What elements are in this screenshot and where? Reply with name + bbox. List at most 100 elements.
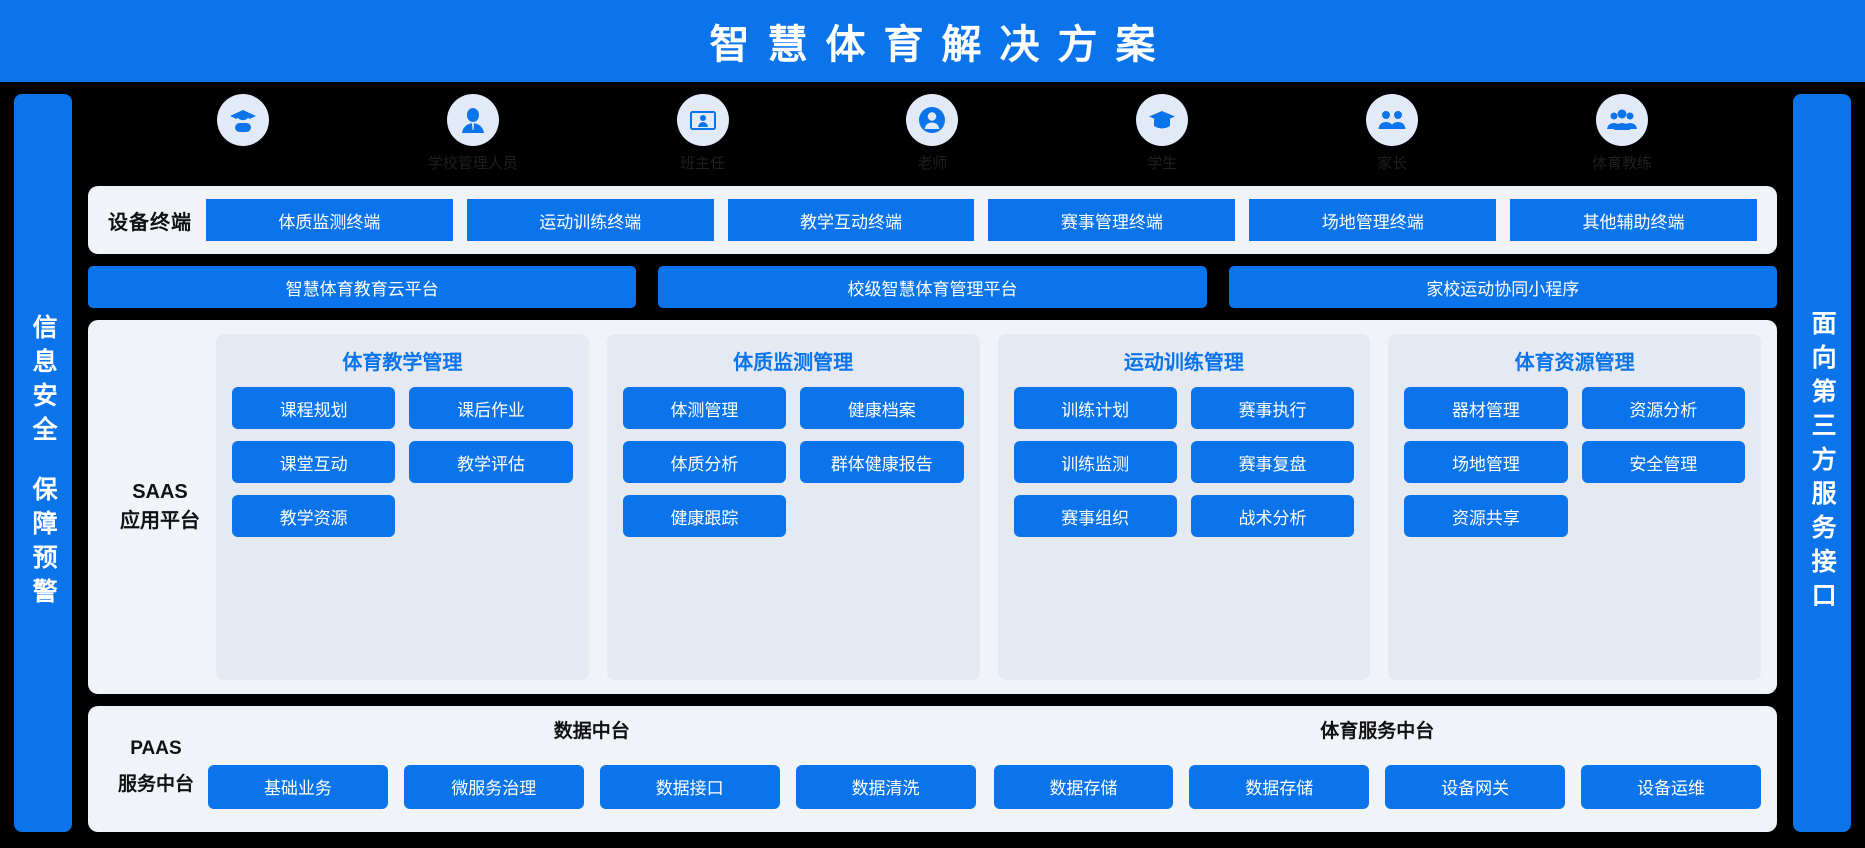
saas-column-title-2: 运动训练管理 [1123, 352, 1244, 374]
saas-column-0: 体育教学管理 课程规划 课后作业 课堂互动 教学评估 教学资源 [216, 334, 589, 680]
sidebar-right-text: 面向第三方服务接口 [1808, 310, 1837, 616]
paas-group-title-1: 体育服务中台 [1320, 721, 1435, 742]
terminal-button-1[interactable]: 运动训练终端 [466, 199, 714, 241]
persona-3[interactable]: 老师 [872, 94, 992, 173]
saas-column-2: 运动训练管理 训练计划 赛事执行 训练监测 赛事复盘 赛事组织 战术分析 [997, 334, 1371, 680]
paas-button-0-3[interactable]: 数据清洗 [795, 764, 976, 809]
saas-label: SAAS 应用平台 [104, 334, 216, 680]
paas-button-0-0[interactable]: 基础业务 [208, 764, 388, 809]
persona-2[interactable]: 班主任 [643, 94, 763, 173]
sidebar-left-line1: 信息安全 [29, 314, 58, 450]
paas-buttons-0: 基础业务 微服务治理 数据接口 数据清洗 [208, 755, 976, 818]
paas-group-title-0: 数据中台 [553, 721, 630, 742]
terminal-button-5[interactable]: 其他辅助终端 [1510, 199, 1757, 241]
persona-1[interactable]: 学校管理人员 [413, 94, 533, 173]
sidebar-third-party-interface[interactable]: 面向第三方服务接口 [1793, 94, 1851, 832]
platform-button-1[interactable]: 校级智慧体育管理平台 [658, 266, 1207, 308]
persona-label-3: 老师 [917, 155, 948, 172]
saas-section: SAAS 应用平台 体育教学管理 课程规划 课后作业 课堂互动 教学评估 教学资… [88, 320, 1777, 694]
paas-button-1-2[interactable]: 设备网关 [1385, 764, 1566, 809]
terminal-button-4[interactable]: 场地管理终端 [1249, 199, 1497, 241]
saas-column-title-1: 体质监测管理 [733, 352, 854, 374]
saas-label-line1: SAAS [132, 481, 188, 503]
saas-button-1-1[interactable]: 健康档案 [800, 387, 964, 429]
diagram-body: 信息安全 保障预警 [0, 82, 1865, 848]
persona-row: 学校管理人员 班主任 [88, 94, 1777, 186]
saas-button-1-2[interactable]: 体质分析 [622, 441, 787, 483]
terminal-button-2[interactable]: 教学互动终端 [727, 199, 975, 241]
saas-button-2-3[interactable]: 赛事复盘 [1190, 441, 1355, 483]
saas-button-3-3[interactable]: 安全管理 [1581, 441, 1745, 483]
paas-button-0-2[interactable]: 数据接口 [599, 764, 780, 809]
paas-label: PAAS 服务中台 [104, 716, 208, 818]
persona-label-2: 班主任 [680, 155, 726, 172]
coach-group-icon [1595, 94, 1648, 146]
saas-button-2-4[interactable]: 赛事组织 [1013, 495, 1177, 537]
device-terminal-section: 设备终端 体质监测终端 运动训练终端 教学互动终端 赛事管理终端 场地管理终端 … [88, 186, 1777, 254]
saas-column-title-0: 体育教学管理 [342, 352, 463, 374]
persona-label-6: 体育教练 [1591, 155, 1652, 172]
saas-column-title-3: 体育资源管理 [1514, 352, 1635, 374]
paas-group-1: 体育服务中台 数据存储 数据存储 设备网关 设备运维 [993, 716, 1761, 818]
saas-grid-0: 课程规划 课后作业 课堂互动 教学评估 教学资源 [232, 387, 573, 537]
saas-grid-1: 体测管理 健康档案 体质分析 群体健康报告 健康跟踪 [622, 387, 964, 537]
saas-button-2-5[interactable]: 战术分析 [1190, 495, 1355, 537]
saas-column-1: 体质监测管理 体测管理 健康档案 体质分析 群体健康报告 健康跟踪 [606, 334, 980, 680]
saas-button-1-3[interactable]: 群体健康报告 [800, 441, 964, 483]
paas-label-line2: 服务中台 [117, 774, 194, 795]
saas-button-3-4[interactable]: 资源共享 [1404, 495, 1568, 537]
teacher-board-icon [676, 94, 729, 146]
page-title: 智慧体育解决方案 [709, 23, 1174, 67]
paas-button-1-3[interactable]: 设备运维 [1581, 764, 1761, 809]
saas-button-0-1[interactable]: 课后作业 [409, 387, 573, 429]
device-terminal-label: 设备终端 [108, 211, 192, 234]
student-cap-icon [1136, 94, 1189, 146]
paas-button-1-1[interactable]: 数据存储 [1189, 764, 1370, 809]
saas-grid-2: 训练计划 赛事执行 训练监测 赛事复盘 赛事组织 战术分析 [1013, 387, 1355, 537]
saas-button-1-0[interactable]: 体测管理 [622, 387, 787, 429]
page-header: 智慧体育解决方案 [0, 0, 1865, 82]
persona-4[interactable]: 学生 [1102, 94, 1222, 173]
platform-button-2[interactable]: 家校运动协同小程序 [1228, 266, 1777, 308]
paas-button-1-0[interactable]: 数据存储 [993, 764, 1174, 809]
paas-groups: 数据中台 基础业务 微服务治理 数据接口 数据清洗 体育服务中台 数据存储 数据… [208, 716, 1761, 818]
persona-0[interactable] [183, 94, 303, 152]
saas-button-3-0[interactable]: 器材管理 [1404, 387, 1568, 429]
parents-icon [1366, 94, 1419, 146]
saas-button-0-0[interactable]: 课程规划 [232, 387, 396, 429]
persona-label-5: 家长 [1377, 155, 1408, 172]
saas-button-2-0[interactable]: 训练计划 [1013, 387, 1177, 429]
platform-button-0[interactable]: 智慧体育教育云平台 [88, 266, 637, 308]
saas-columns: 体育教学管理 课程规划 课后作业 课堂互动 教学评估 教学资源 体质监测管理 体… [216, 334, 1761, 680]
persona-label-4: 学生 [1147, 155, 1178, 172]
terminal-button-3[interactable]: 赛事管理终端 [988, 199, 1236, 241]
admin-person-icon [446, 94, 499, 146]
paas-label-line1: PAAS [130, 737, 182, 759]
paas-button-0-1[interactable]: 微服务治理 [403, 764, 584, 809]
paas-section: PAAS 服务中台 数据中台 基础业务 微服务治理 数据接口 数据清洗 体育服务… [88, 706, 1777, 832]
sidebar-left-line2: 保障预警 [29, 476, 58, 612]
saas-button-0-4[interactable]: 教学资源 [232, 495, 396, 537]
persona-6[interactable]: 体育教练 [1562, 94, 1682, 173]
saas-button-2-1[interactable]: 赛事执行 [1190, 387, 1355, 429]
saas-button-0-3[interactable]: 教学评估 [409, 441, 573, 483]
saas-grid-3: 器材管理 资源分析 场地管理 安全管理 资源共享 [1404, 387, 1745, 537]
saas-button-0-2[interactable]: 课堂互动 [232, 441, 396, 483]
person-icon [906, 94, 959, 146]
paas-buttons-1: 数据存储 数据存储 设备网关 设备运维 [993, 755, 1761, 818]
center-column: 学校管理人员 班主任 [72, 94, 1793, 832]
platform-row: 智慧体育教育云平台 校级智慧体育管理平台 家校运动协同小程序 [88, 266, 1777, 308]
saas-button-3-1[interactable]: 资源分析 [1581, 387, 1745, 429]
saas-label-line2: 应用平台 [120, 510, 200, 532]
graduate-cap-icon [216, 94, 269, 146]
saas-button-3-2[interactable]: 场地管理 [1404, 441, 1568, 483]
terminal-button-0[interactable]: 体质监测终端 [206, 199, 453, 241]
persona-5[interactable]: 家长 [1332, 94, 1452, 173]
saas-button-1-4[interactable]: 健康跟踪 [622, 495, 787, 537]
saas-column-3: 体育资源管理 器材管理 资源分析 场地管理 安全管理 资源共享 [1388, 334, 1761, 680]
device-terminal-list: 体质监测终端 运动训练终端 教学互动终端 赛事管理终端 场地管理终端 其他辅助终… [206, 199, 1757, 241]
saas-button-2-2[interactable]: 训练监测 [1013, 441, 1177, 483]
sidebar-information-security[interactable]: 信息安全 保障预警 [14, 94, 72, 832]
paas-group-0: 数据中台 基础业务 微服务治理 数据接口 数据清洗 [208, 716, 976, 818]
persona-label-1: 学校管理人员 [427, 155, 518, 172]
